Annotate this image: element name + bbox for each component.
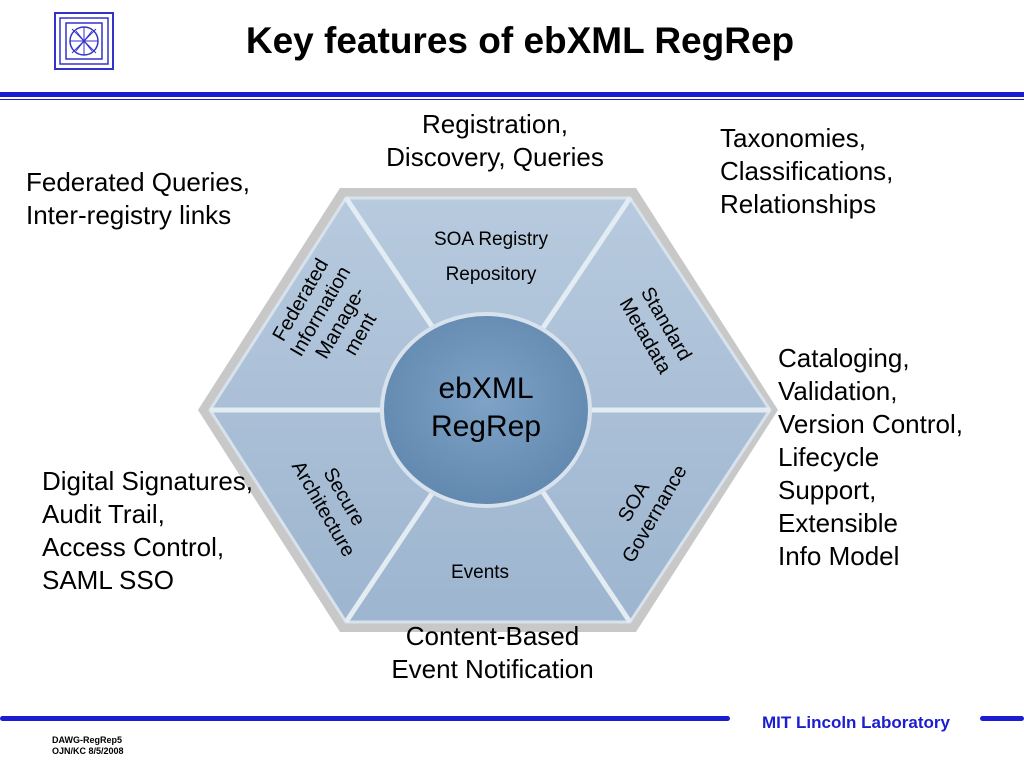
footer-author-date: OJN/KC 8/5/2008 — [52, 746, 124, 756]
note-cataloging: Cataloging, Validation, Version Control,… — [778, 343, 963, 571]
note-digital-signatures: Digital Signatures, Audit Trail, Access … — [42, 466, 253, 595]
center-circle — [380, 312, 592, 508]
note-content-based: Content-Based Event Notification — [391, 621, 594, 684]
note-registration: Registration, Discovery, Queries — [386, 109, 604, 172]
footer-brand: MIT Lincoln Laboratory — [762, 713, 950, 732]
footer-divider-right — [980, 716, 1024, 721]
footer-divider-left — [0, 716, 730, 721]
segment-top-line2: Repository — [446, 264, 537, 285]
page-title: Key features of ebXML RegRep — [245, 20, 795, 61]
header-divider — [0, 92, 1024, 97]
footer-doc-id: DAWG-RegRep5 — [52, 735, 123, 745]
footer-meta: DAWG-RegRep5 OJN/KC 8/5/2008 — [52, 735, 124, 757]
center-label-line2: RegRep — [431, 410, 541, 443]
note-federated-queries: Federated Queries, Inter-registry links — [26, 167, 251, 230]
center-label-line1: ebXML — [438, 372, 533, 405]
segment-bottom-line1: Events — [451, 562, 509, 583]
note-taxonomies: Taxonomies, Classifications, Relationshi… — [720, 123, 894, 219]
header-divider-thin — [0, 99, 1024, 100]
segment-top-line1: SOA Registry — [434, 229, 549, 250]
mit-ll-logo-icon — [54, 12, 114, 70]
